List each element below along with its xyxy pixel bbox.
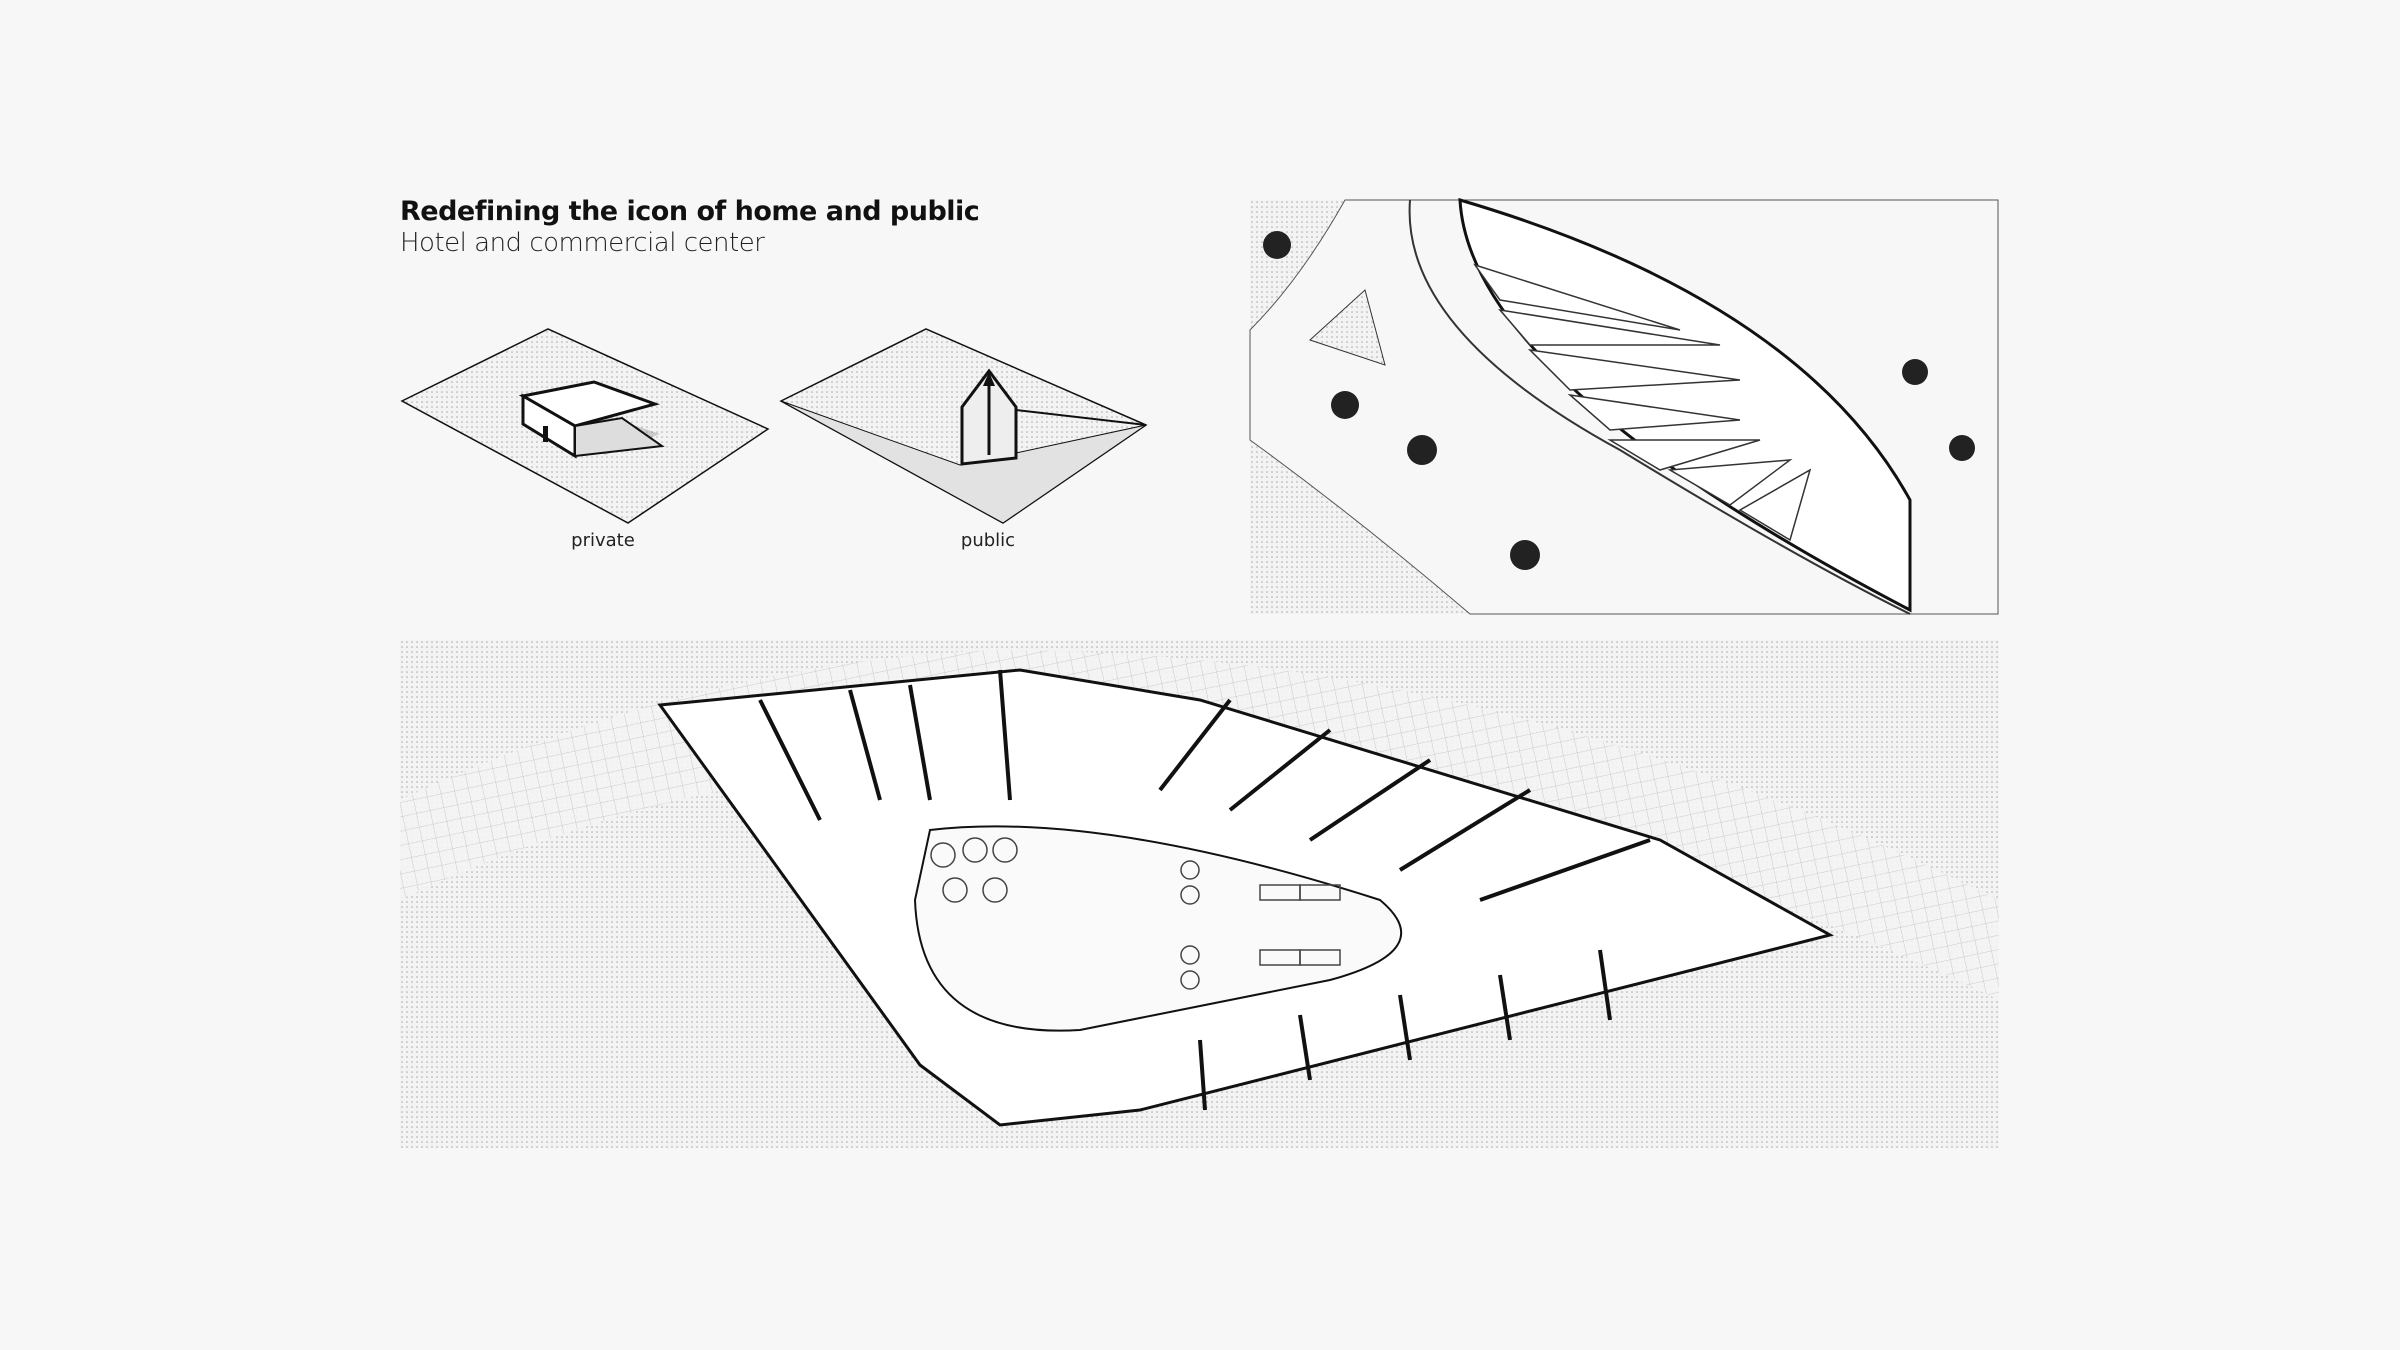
aerial-view <box>1249 197 1999 615</box>
public-diagram <box>779 328 1148 524</box>
public-caption: public <box>960 530 1016 551</box>
private-diagram <box>400 328 770 524</box>
page-title: Redefining the icon of home and public <box>400 196 980 227</box>
private-caption: private <box>571 530 635 551</box>
page-subtitle: Hotel and commercial center <box>400 228 765 258</box>
floor-plan <box>400 640 1999 1148</box>
